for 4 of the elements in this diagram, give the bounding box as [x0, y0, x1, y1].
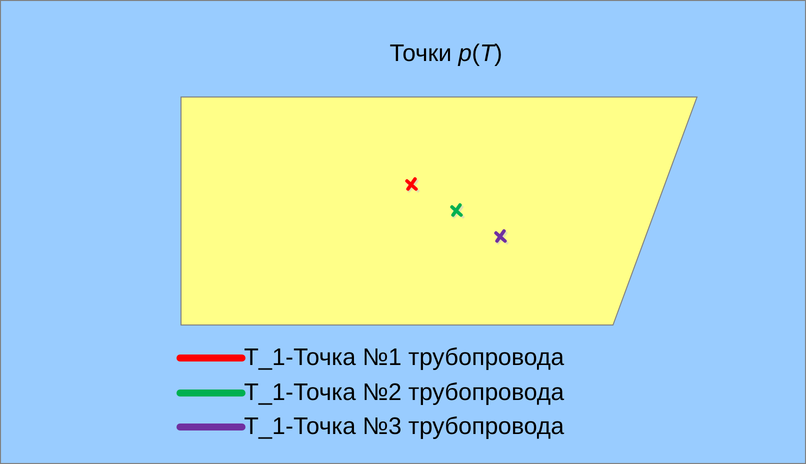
legend-text: T_1-Точка №3 трубопровода — [244, 413, 564, 442]
legend-text: T_1-Точка №1 трубопровода — [244, 344, 564, 372]
legend-text: T_1-Точка №2 трубопровода — [244, 378, 564, 407]
chart-title: Точки p(T) — [388, 39, 504, 69]
